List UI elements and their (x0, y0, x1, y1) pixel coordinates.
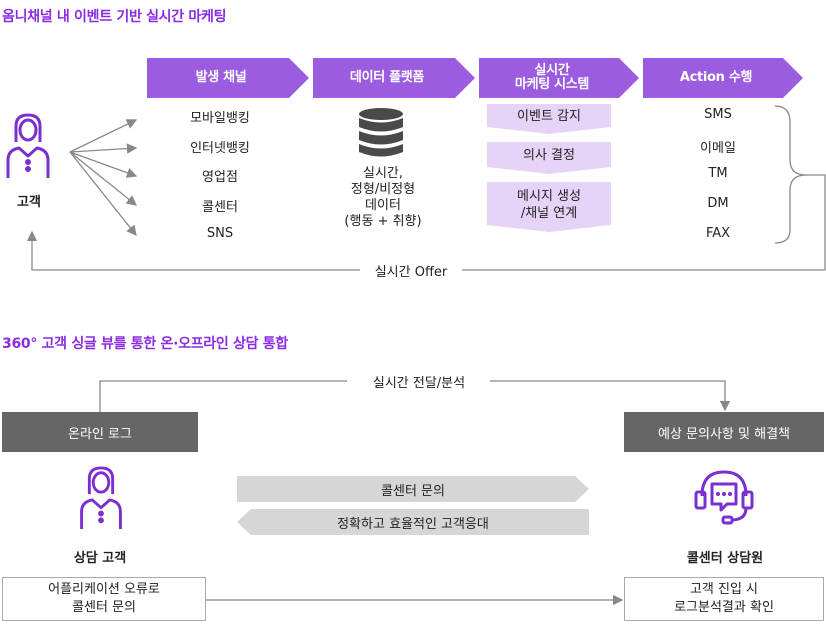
headset-agent-icon (694, 470, 754, 525)
channel-arrows (69, 119, 138, 237)
header-channel: 발생 채널 (147, 58, 309, 98)
actions-brace (774, 105, 807, 244)
action-item: SMS (704, 107, 732, 122)
platform-line: 데이터 (365, 198, 401, 213)
step-event-detect: 이벤트 감지 (487, 104, 611, 134)
database-icon (359, 108, 403, 157)
channel-item: 콜센터 (202, 200, 238, 215)
channel-item: 모바일뱅킹 (190, 111, 250, 126)
action-item: 이메일 (700, 141, 736, 156)
platform-line: (행동 + 취향) (344, 214, 422, 229)
action-item: FAX (705, 226, 731, 241)
consult-customer-label: 상담 고객 (73, 551, 127, 566)
inquiry-arrow-right: 콜센터 문의 (237, 476, 589, 502)
top-flow-left (99, 380, 347, 412)
step-message-create: 메시지 생성 /채널 연계 (487, 182, 611, 232)
channel-item: SNS (206, 226, 234, 241)
feedback-label: 실시간 Offer (362, 261, 460, 280)
arrow-label: 정확하고 효율적인 고객응대 (337, 516, 489, 532)
section2-title: 360° 고객 싱글 뷰를 통한 온·오프라인 상담 통합 (2, 336, 288, 352)
action-item: DM (707, 196, 729, 211)
person-icon (80, 466, 122, 530)
online-log-header: 온라인 로그 (2, 412, 198, 452)
channel-item: 영업점 (202, 170, 238, 185)
header-action: Action 수행 (643, 58, 803, 98)
box-line-text: 어플리케이션 오류로 (48, 582, 160, 597)
step-decision: 의사 결정 (487, 142, 611, 174)
step-label: 이벤트 감지 (517, 109, 581, 124)
arrow-label: 콜센터 문의 (381, 483, 445, 499)
step-label: 의사 결정 (523, 148, 575, 163)
log-result-box: 고객 진입 시 로그분석결과 확인 (624, 577, 824, 621)
platform-description: 실시간, 정형/비정형 데이터 (행동 + 취향) (320, 166, 446, 230)
feedback-line-right (462, 174, 826, 271)
step-label: /채널 연계 (520, 205, 578, 221)
top-flow-right (490, 380, 731, 412)
response-arrow-left: 정확하고 효율적인 고객응대 (237, 509, 589, 535)
box-line-text: 콜센터 문의 (72, 600, 136, 615)
app-error-box: 어플리케이션 오류로 콜센터 문의 (2, 577, 206, 621)
step-label: 메시지 생성 (517, 188, 581, 204)
header-platform: 데이터 플랫폼 (313, 58, 475, 98)
action-item: TM (708, 166, 728, 181)
customer-label: 고객 (17, 195, 41, 210)
call-center-agent-label: 콜센터 상담원 (686, 551, 764, 566)
top-flow-label: 실시간 전달/분석 (350, 372, 488, 391)
platform-line: 실시간, (362, 166, 403, 181)
platform-line: 정형/비정형 (350, 182, 416, 197)
person-icon (6, 113, 50, 178)
header-marketing-system: 실시간 마케팅 시스템 (479, 58, 639, 98)
box-line-text: 로그분석결과 확인 (674, 600, 774, 615)
section1-title: 옴니채널 내 이벤트 기반 실시간 마케팅 (2, 9, 227, 25)
box-line-text: 고객 진입 시 (689, 582, 759, 597)
expected-inquiry-header: 예상 문의사항 및 해결책 (624, 412, 824, 452)
channel-item: 인터넷뱅킹 (190, 141, 250, 156)
feedback-line-left (26, 230, 360, 271)
